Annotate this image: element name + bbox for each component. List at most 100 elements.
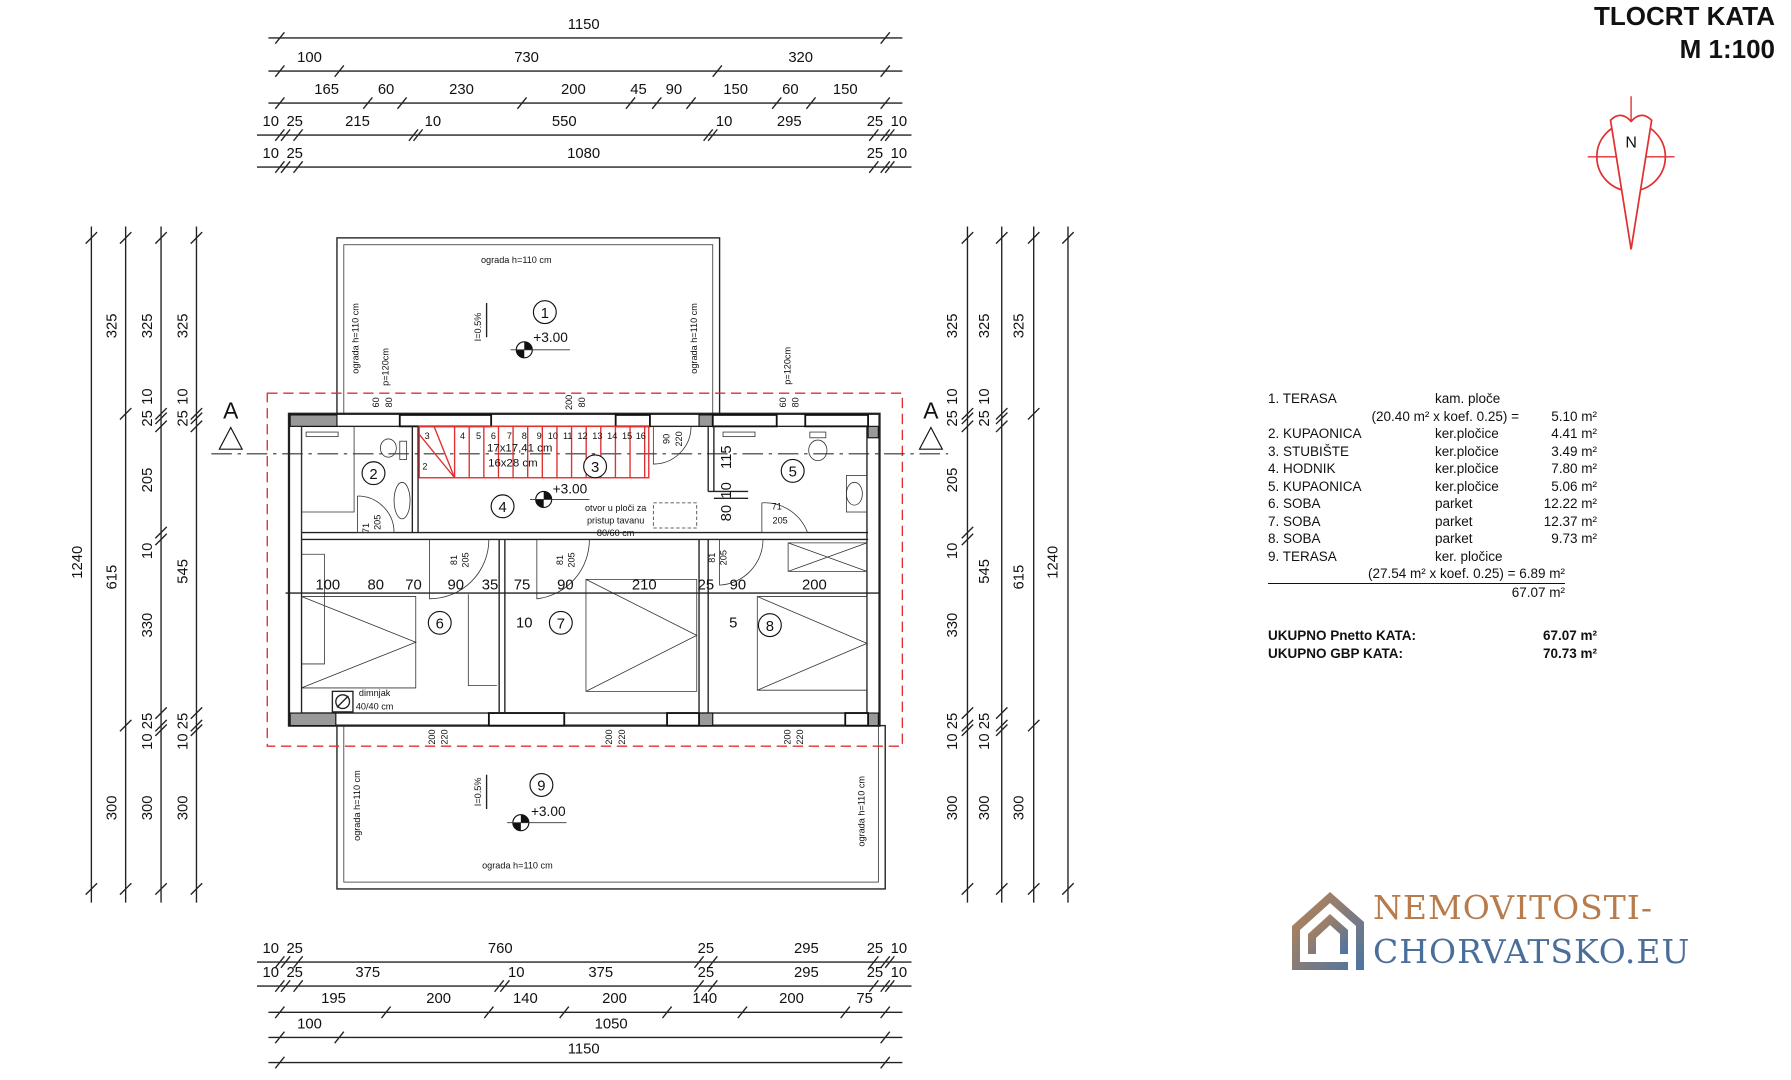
title-text: TLOCRT KATA: [1594, 1, 1775, 31]
window-width: 60: [778, 397, 788, 407]
dimension-label: 10: [140, 733, 156, 750]
dimension-label: 25: [286, 146, 303, 162]
dimension-label: 325: [945, 313, 961, 338]
dimension-label: 230: [449, 82, 474, 98]
interior-dimension-label: 35: [482, 578, 499, 594]
stair-step-number: 11: [563, 431, 572, 441]
legend-area: 12.22 m²: [1543, 496, 1597, 512]
dimension-label: 25: [175, 713, 191, 730]
stair-step-number: 16: [636, 431, 646, 441]
legend-area: 5.10 m²: [1551, 408, 1597, 424]
elevation-label: +3.00: [531, 804, 566, 819]
attic-opening-note: pristup tavanu: [587, 515, 644, 525]
room-marker: [532, 300, 557, 325]
legend-material: ker.pločice: [1435, 478, 1499, 494]
stair-step-number: 13: [592, 431, 602, 441]
outer-wall: [287, 412, 881, 727]
elevation-label: +3.00: [553, 482, 588, 497]
dimension-label: 10: [140, 543, 156, 560]
net-total-row: UKUPNO Pnetto KATA: 67.07 m²: [1268, 627, 1598, 645]
legend-material: kam. ploče: [1435, 391, 1501, 407]
dimension-label: 330: [140, 613, 156, 638]
legend-area: 3.49 m²: [1551, 443, 1597, 459]
dimension-label: 325: [1011, 313, 1027, 338]
legend-material: ker.pločice: [1435, 443, 1499, 459]
legend-area: 5.06 m²: [1551, 478, 1597, 494]
railing-label: ograda h=110 cm: [857, 776, 867, 847]
room-marker: [757, 613, 782, 638]
railing-label: ograda h=110 cm: [482, 860, 553, 870]
dimension-label: 300: [1011, 795, 1027, 820]
subtotal-value: 67.07 m²: [1511, 584, 1565, 600]
dimension-label: 200: [602, 991, 627, 1007]
railing-label: ograda h=110 cm: [689, 303, 699, 374]
roof-outline: [266, 392, 904, 747]
legend-row: (20.40 m² x koef. 0.25) =5.10 m²: [1268, 408, 1597, 426]
north-label: N: [1625, 135, 1637, 152]
room-number: 8: [766, 619, 774, 635]
interior-dimension-label: 90: [730, 578, 747, 594]
logo-line2: CHORVATSKO.EU: [1373, 932, 1691, 971]
net-total-label: UKUPNO Pnetto KATA:: [1268, 628, 1416, 644]
interior-dimension-label: 80: [368, 578, 384, 594]
dimension-label: 140: [692, 991, 717, 1007]
dimension-label: 205: [140, 468, 156, 493]
dimension-label: 10: [891, 114, 908, 130]
dimension-label: 325: [175, 313, 191, 338]
legend-area: 9.73 m²: [1551, 531, 1597, 547]
stair-step-number: 10: [548, 431, 558, 441]
gross-total-value: 70.73 m²: [1542, 645, 1597, 661]
dimension-label: 295: [777, 114, 802, 130]
dimension-label: 205: [945, 468, 961, 493]
window-width: 200: [564, 395, 574, 410]
dimension-label: 10: [262, 965, 278, 981]
window-width: 80: [790, 397, 800, 407]
dimension-label: 300: [945, 795, 961, 820]
dimension-label: 10: [175, 388, 191, 405]
interior-dimension-label: 90: [447, 578, 464, 594]
window-width: 200: [604, 729, 614, 744]
dimension-label: 10: [508, 965, 525, 981]
door-height: 205: [372, 515, 382, 530]
dimension-label: 10: [977, 733, 993, 750]
window-width: 200: [427, 729, 437, 744]
net-total-value: 67.07 m²: [1542, 628, 1597, 644]
door-width: 81: [555, 555, 565, 565]
terrace-bottom-outline: [336, 724, 886, 890]
dimension-label: 375: [355, 965, 380, 981]
interior-dimension-label: 70: [405, 578, 422, 594]
stair-step-number: 8: [522, 431, 527, 441]
dimension-label: 615: [1011, 565, 1027, 590]
dimension-label: 150: [723, 82, 748, 98]
parapet-label: p=120cm: [380, 348, 390, 386]
house-logo-icon: [1292, 892, 1364, 970]
dimension-label: 10: [175, 733, 191, 750]
dimension-label: 25: [286, 941, 303, 957]
dimension-label: 10: [262, 941, 278, 957]
dimension-label: 195: [321, 991, 346, 1007]
dimension-label: 25: [867, 941, 884, 957]
room-marker: [427, 610, 452, 635]
stair-step-number: 7: [507, 431, 512, 441]
dimension-label: 295: [794, 965, 819, 981]
legend-name: 5. KUPAONICA: [1268, 478, 1362, 494]
gross-total-label: UKUPNO GBP KATA:: [1268, 645, 1403, 661]
dimension-label: 375: [588, 965, 613, 981]
dimension-label: 10: [945, 388, 961, 405]
dimension-label: 295: [794, 941, 819, 957]
window-width: 80: [577, 397, 587, 407]
dimension-label: 300: [105, 795, 121, 820]
dimension-label: 100: [297, 1016, 322, 1032]
dimension-label: 760: [488, 941, 513, 957]
door-height: 205: [718, 550, 728, 565]
window-height: 220: [617, 729, 627, 744]
dimension-label: 25: [867, 146, 884, 162]
dimension-label: 25: [140, 713, 156, 730]
dimension-label: 550: [552, 114, 577, 130]
interior-dimension-label: 90: [557, 578, 574, 594]
